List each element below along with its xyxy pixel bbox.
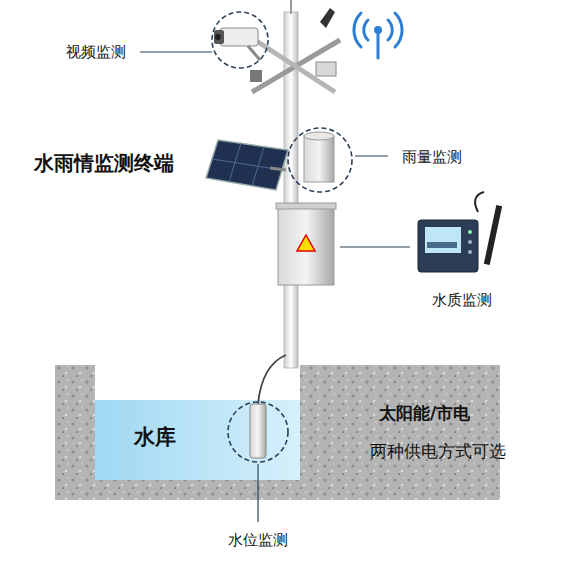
- art-path: [388, 20, 392, 40]
- art-circle: [468, 250, 472, 254]
- art-path: [250, 70, 262, 82]
- art-line: [140, 51, 212, 52]
- art-rect: [276, 203, 336, 209]
- art-line: [255, 40, 335, 92]
- camera-icon: [140, 12, 268, 68]
- wireless-icon: [354, 13, 402, 58]
- art-rect: [316, 62, 336, 76]
- power-note: 太阳能/市电: [379, 403, 470, 423]
- ground: [55, 365, 500, 500]
- art-circle: [468, 230, 472, 234]
- art-line: [377, 34, 380, 58]
- terminal-title: 水雨情监测终端: [34, 151, 174, 175]
- power-note: 两种供电方式可选: [370, 441, 506, 461]
- art-rect: [418, 220, 478, 272]
- water-quality-meter: [418, 192, 502, 272]
- art-line: [290, 0, 292, 14]
- art-rect: [250, 404, 266, 458]
- art-rect: [95, 400, 300, 480]
- art-circle: [288, 128, 352, 192]
- solar-panel: [206, 140, 288, 190]
- art-rect: [214, 30, 224, 44]
- art-path: [475, 192, 484, 212]
- art-path: [206, 140, 288, 190]
- art-rect: [484, 205, 502, 265]
- art-path: [297, 235, 315, 251]
- art-path: [354, 13, 361, 47]
- art-path: [364, 20, 368, 40]
- art-line: [270, 168, 286, 170]
- part-label: 水质监测: [432, 291, 492, 309]
- art-rect: [304, 136, 334, 182]
- art-path: [258, 355, 286, 404]
- art-circle: [212, 12, 268, 68]
- part-label: 雨量监测: [402, 148, 462, 166]
- art-circle: [228, 402, 288, 462]
- art-path: [55, 365, 500, 500]
- art-rect: [427, 242, 457, 248]
- art-path: [320, 8, 335, 28]
- art-circle: [215, 34, 221, 40]
- art-circle: [468, 240, 472, 244]
- art-rect: [220, 28, 258, 46]
- part-label: 水位监测: [228, 531, 288, 549]
- art-line: [257, 464, 258, 522]
- level-sensor: [228, 355, 288, 522]
- part-label: 视频监测: [66, 43, 126, 61]
- art-ellipse: [304, 132, 334, 140]
- reservoir-label: 水库: [134, 425, 176, 450]
- art-line: [252, 40, 340, 92]
- rain-gauge: [288, 128, 388, 192]
- art-path: [395, 13, 402, 47]
- art-line: [340, 246, 410, 247]
- art-path: [212, 143, 282, 186]
- art-line: [248, 46, 260, 60]
- art-line: [355, 155, 388, 156]
- control-cabinet: [276, 203, 410, 285]
- art-rect: [425, 227, 461, 253]
- art-rect: [278, 207, 334, 285]
